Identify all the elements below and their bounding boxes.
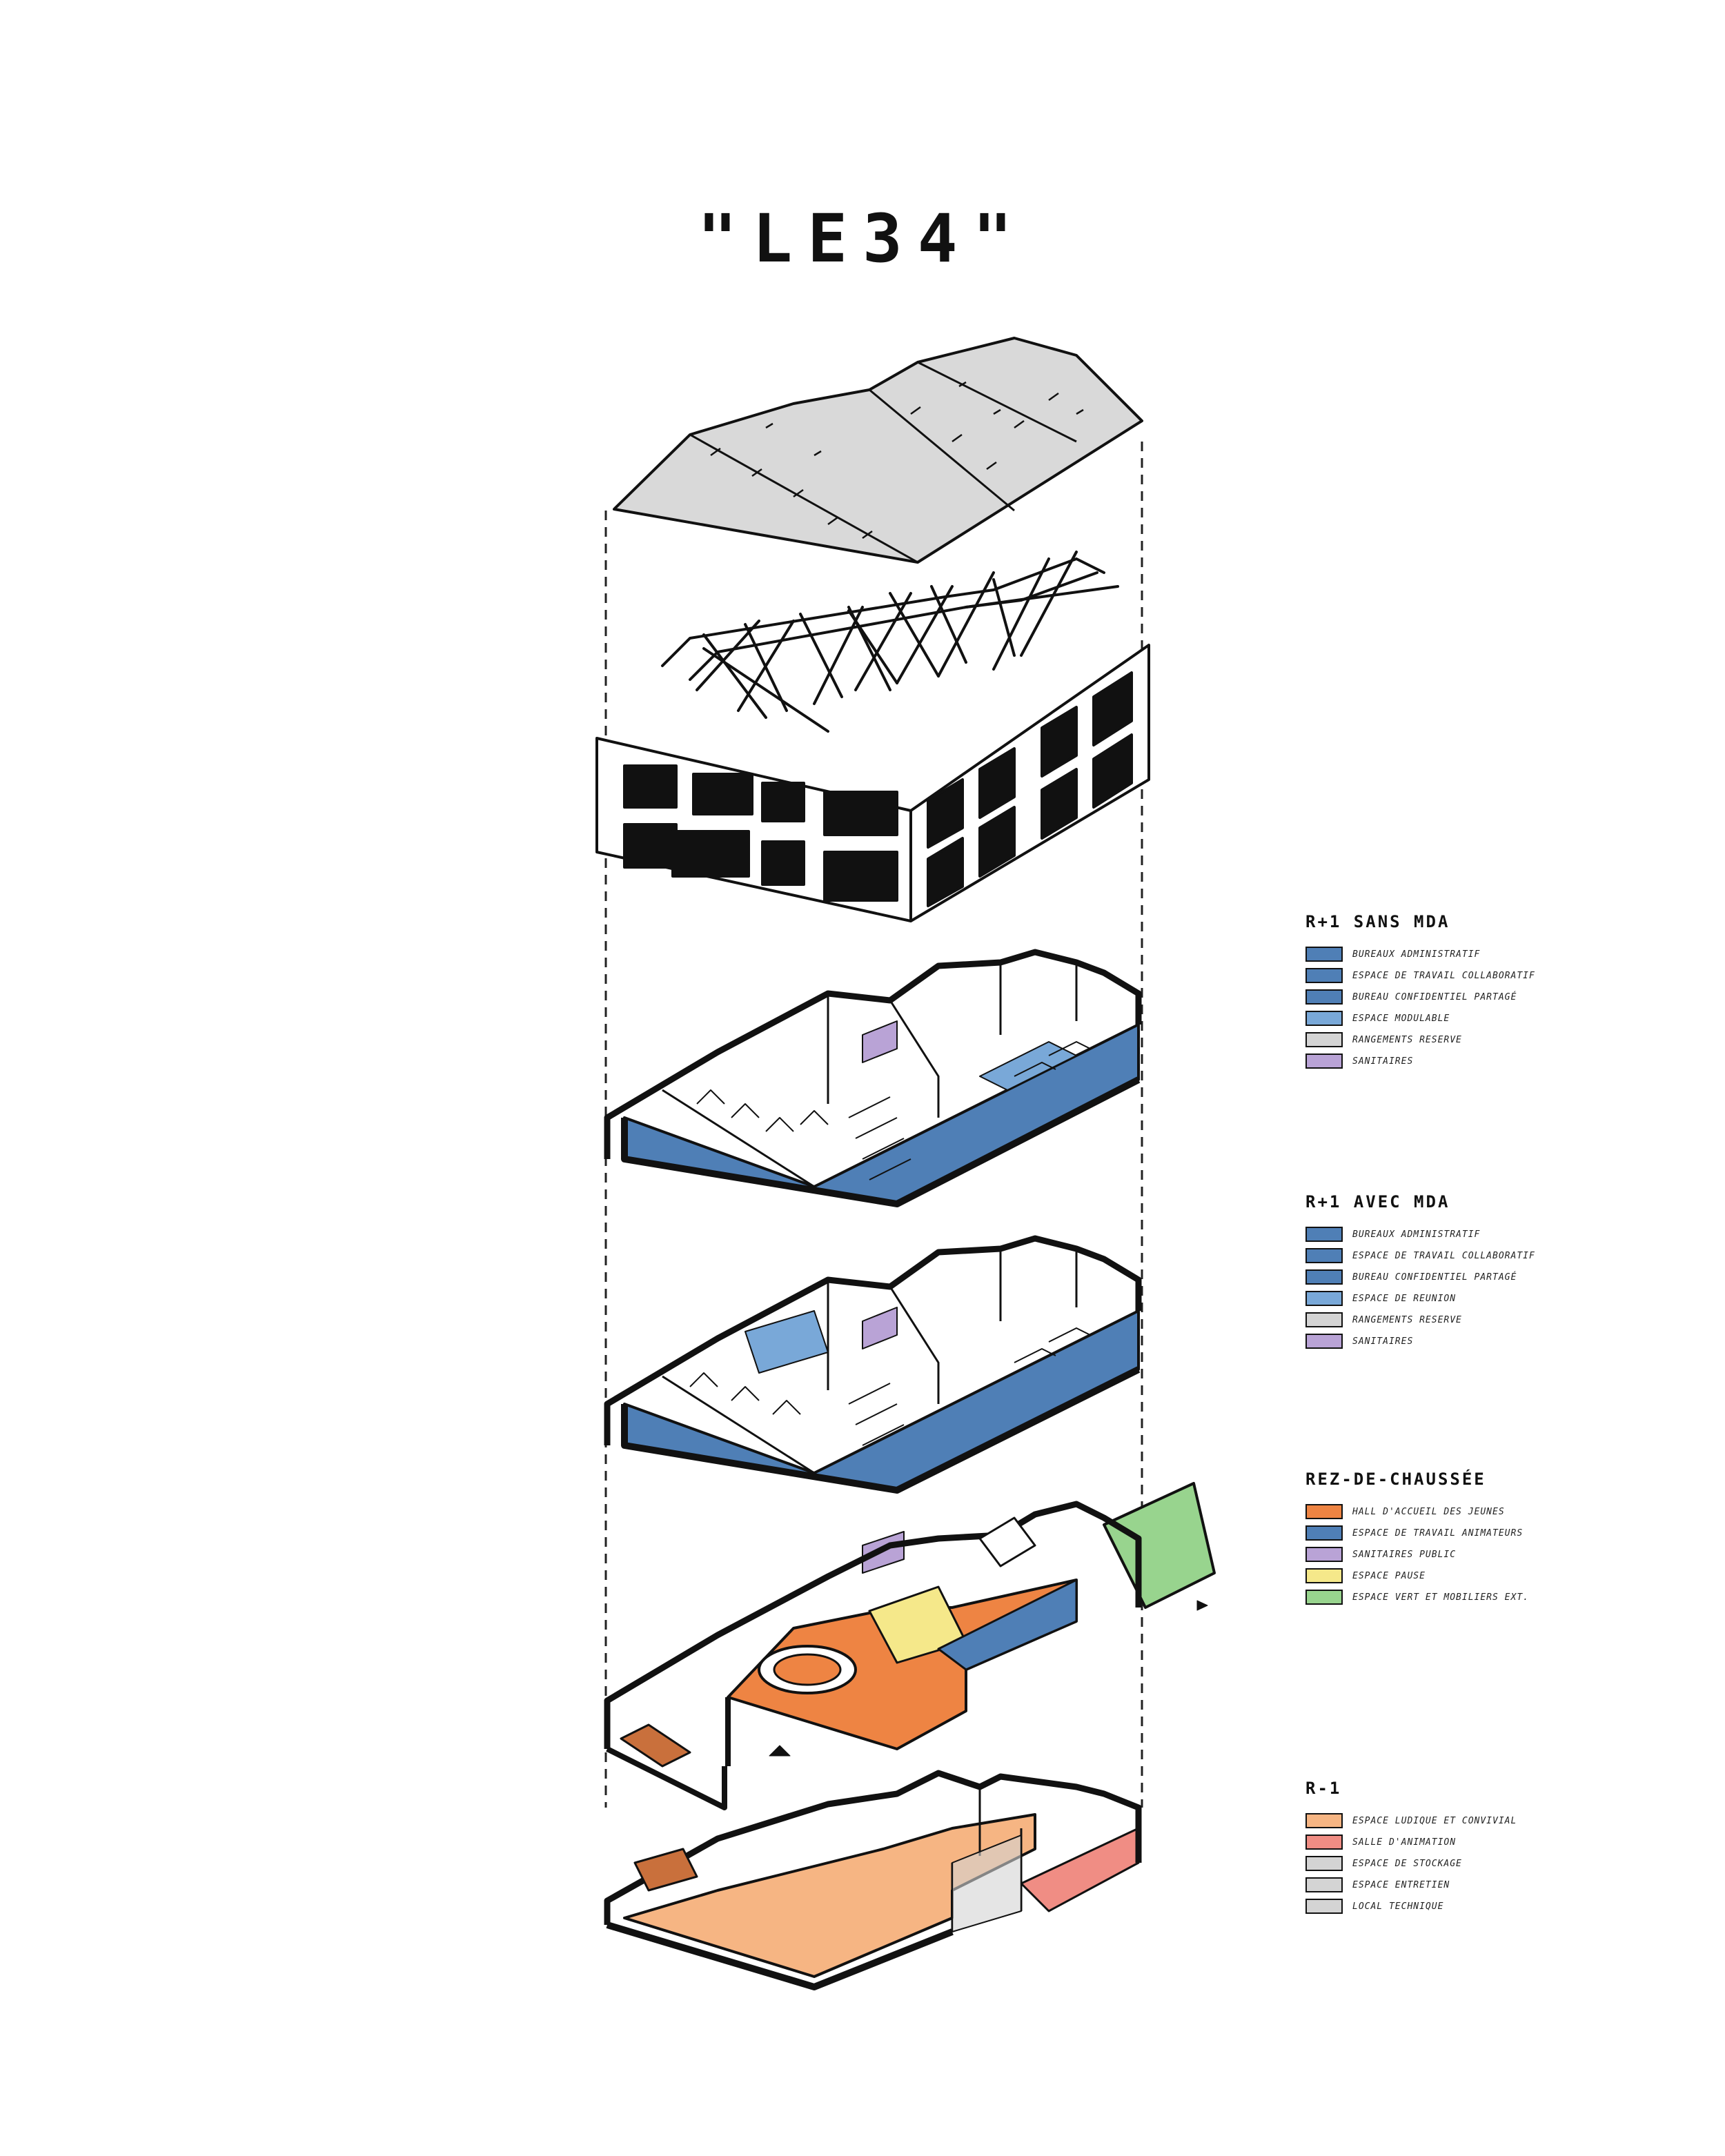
page-title: "LE34" bbox=[697, 200, 1028, 277]
legend-item: Espace entretien bbox=[1305, 1875, 1595, 1895]
legend-item: Salle d'animation bbox=[1305, 1832, 1595, 1852]
legend-heading: R+1 AVEC MDA bbox=[1305, 1192, 1450, 1211]
legend-swatch bbox=[1305, 968, 1343, 983]
legend-label: Espace ludique et convivial bbox=[1352, 1815, 1517, 1826]
legend-label: Sanitaires public bbox=[1352, 1549, 1457, 1560]
legend-item: Espace de travail animateurs bbox=[1305, 1523, 1595, 1543]
legend-rez-de-chaussee: REZ-DE-CHAUSSÉE Hall d'accueil des jeune… bbox=[1305, 1470, 1595, 1608]
legend-swatch bbox=[1305, 1227, 1343, 1242]
legend-swatch bbox=[1305, 1054, 1343, 1069]
legend-item: Espace ludique et convivial bbox=[1305, 1810, 1595, 1831]
legend-swatch bbox=[1305, 1291, 1343, 1306]
legend-label: Espace entretien bbox=[1352, 1879, 1450, 1890]
legend-r1-sans-mda: R+1 SANS MDA Bureaux administratif Espac… bbox=[1305, 912, 1595, 1072]
facade-layer bbox=[595, 644, 1150, 922]
legend-swatch bbox=[1305, 989, 1343, 1005]
legend-item: Sanitaires public bbox=[1305, 1544, 1595, 1565]
floor-r-moins-1 bbox=[604, 1770, 1142, 1990]
roof-layer bbox=[613, 337, 1143, 564]
legend-label: Bureau confidentiel partagé bbox=[1352, 1272, 1517, 1283]
legend-heading: R-1 bbox=[1305, 1779, 1342, 1798]
legend-label: Bureau confidentiel partagé bbox=[1352, 991, 1517, 1002]
legend-label: Hall d'accueil des jeunes bbox=[1352, 1506, 1505, 1517]
legend-item: Local technique bbox=[1305, 1896, 1595, 1917]
legend-label: Bureaux administratif bbox=[1352, 949, 1481, 960]
legend-item: Sanitaires bbox=[1305, 1051, 1595, 1071]
legend-item: Espace vert et mobiliers ext. bbox=[1305, 1587, 1595, 1608]
legend-swatch bbox=[1305, 1032, 1343, 1047]
legend-item: Espace modulable bbox=[1305, 1008, 1595, 1029]
legend-item: Bureaux administratif bbox=[1305, 1224, 1595, 1245]
legend-swatch bbox=[1305, 1568, 1343, 1583]
floor-r1-sans-mda bbox=[604, 949, 1142, 1207]
legend-swatch bbox=[1305, 1011, 1343, 1026]
legend-swatch bbox=[1305, 1504, 1343, 1519]
floor-rez-de-chaussee bbox=[604, 1482, 1216, 1810]
legend-label: Espace modulable bbox=[1352, 1013, 1450, 1024]
legend-item: Espace de reunion bbox=[1305, 1288, 1595, 1309]
legend-swatch bbox=[1305, 1899, 1343, 1914]
legend-label: Bureaux administratif bbox=[1352, 1229, 1481, 1240]
legend-label: Espace vert et mobiliers ext. bbox=[1352, 1592, 1529, 1603]
legend-item: Bureau confidentiel partagé bbox=[1305, 1267, 1595, 1287]
legend-item: Espace pause bbox=[1305, 1565, 1595, 1586]
legend-swatch bbox=[1305, 1312, 1343, 1327]
legend-label: Espace de stockage bbox=[1352, 1858, 1462, 1869]
legend-label: Rangements reserve bbox=[1352, 1034, 1462, 1045]
legend-swatch bbox=[1305, 1248, 1343, 1263]
legend-heading: R+1 SANS MDA bbox=[1305, 912, 1450, 931]
legend-item: Espace de stockage bbox=[1305, 1853, 1595, 1874]
legend-label: Salle d'animation bbox=[1352, 1837, 1457, 1848]
legend-swatch bbox=[1305, 1334, 1343, 1349]
legend-swatch bbox=[1305, 1590, 1343, 1605]
legend-item: Espace de travail collaboratif bbox=[1305, 1245, 1595, 1266]
legend-swatch bbox=[1305, 1813, 1343, 1828]
legend-r-moins-1: R-1 Espace ludique et convivial Salle d'… bbox=[1305, 1779, 1595, 1917]
legend-label: Espace de travail collaboratif bbox=[1352, 1250, 1535, 1261]
legend-item: Sanitaires bbox=[1305, 1331, 1595, 1352]
roof-truss-layer bbox=[661, 551, 1119, 733]
legend-swatch bbox=[1305, 1547, 1343, 1562]
legend-label: Sanitaires bbox=[1352, 1336, 1414, 1347]
legend-swatch bbox=[1305, 1877, 1343, 1892]
legend-heading: REZ-DE-CHAUSSÉE bbox=[1305, 1470, 1486, 1489]
legend-swatch bbox=[1305, 1269, 1343, 1285]
legend-label: Rangements reserve bbox=[1352, 1314, 1462, 1325]
legend-swatch bbox=[1305, 947, 1343, 962]
legend-label: Local technique bbox=[1352, 1901, 1444, 1912]
legend-item: Rangements reserve bbox=[1305, 1309, 1595, 1330]
legend-item: Espace de travail collaboratif bbox=[1305, 965, 1595, 986]
legend-item: Bureaux administratif bbox=[1305, 944, 1595, 965]
floor-r1-avec-mda bbox=[604, 1235, 1142, 1494]
legend-label: Espace de travail collaboratif bbox=[1352, 970, 1535, 981]
legend-swatch bbox=[1305, 1525, 1343, 1541]
legend-r1-avec-mda: R+1 AVEC MDA Bureaux administratif Espac… bbox=[1305, 1192, 1595, 1352]
legend-label: Espace de travail animateurs bbox=[1352, 1527, 1524, 1539]
legend-item: Hall d'accueil des jeunes bbox=[1305, 1501, 1595, 1522]
legend-label: Espace pause bbox=[1352, 1570, 1426, 1581]
legend-label: Sanitaires bbox=[1352, 1056, 1414, 1067]
legend-item: Bureau confidentiel partagé bbox=[1305, 987, 1595, 1007]
legend-swatch bbox=[1305, 1834, 1343, 1850]
legend-item: Rangements reserve bbox=[1305, 1029, 1595, 1050]
legend-swatch bbox=[1305, 1856, 1343, 1871]
legend-label: Espace de reunion bbox=[1352, 1293, 1457, 1304]
